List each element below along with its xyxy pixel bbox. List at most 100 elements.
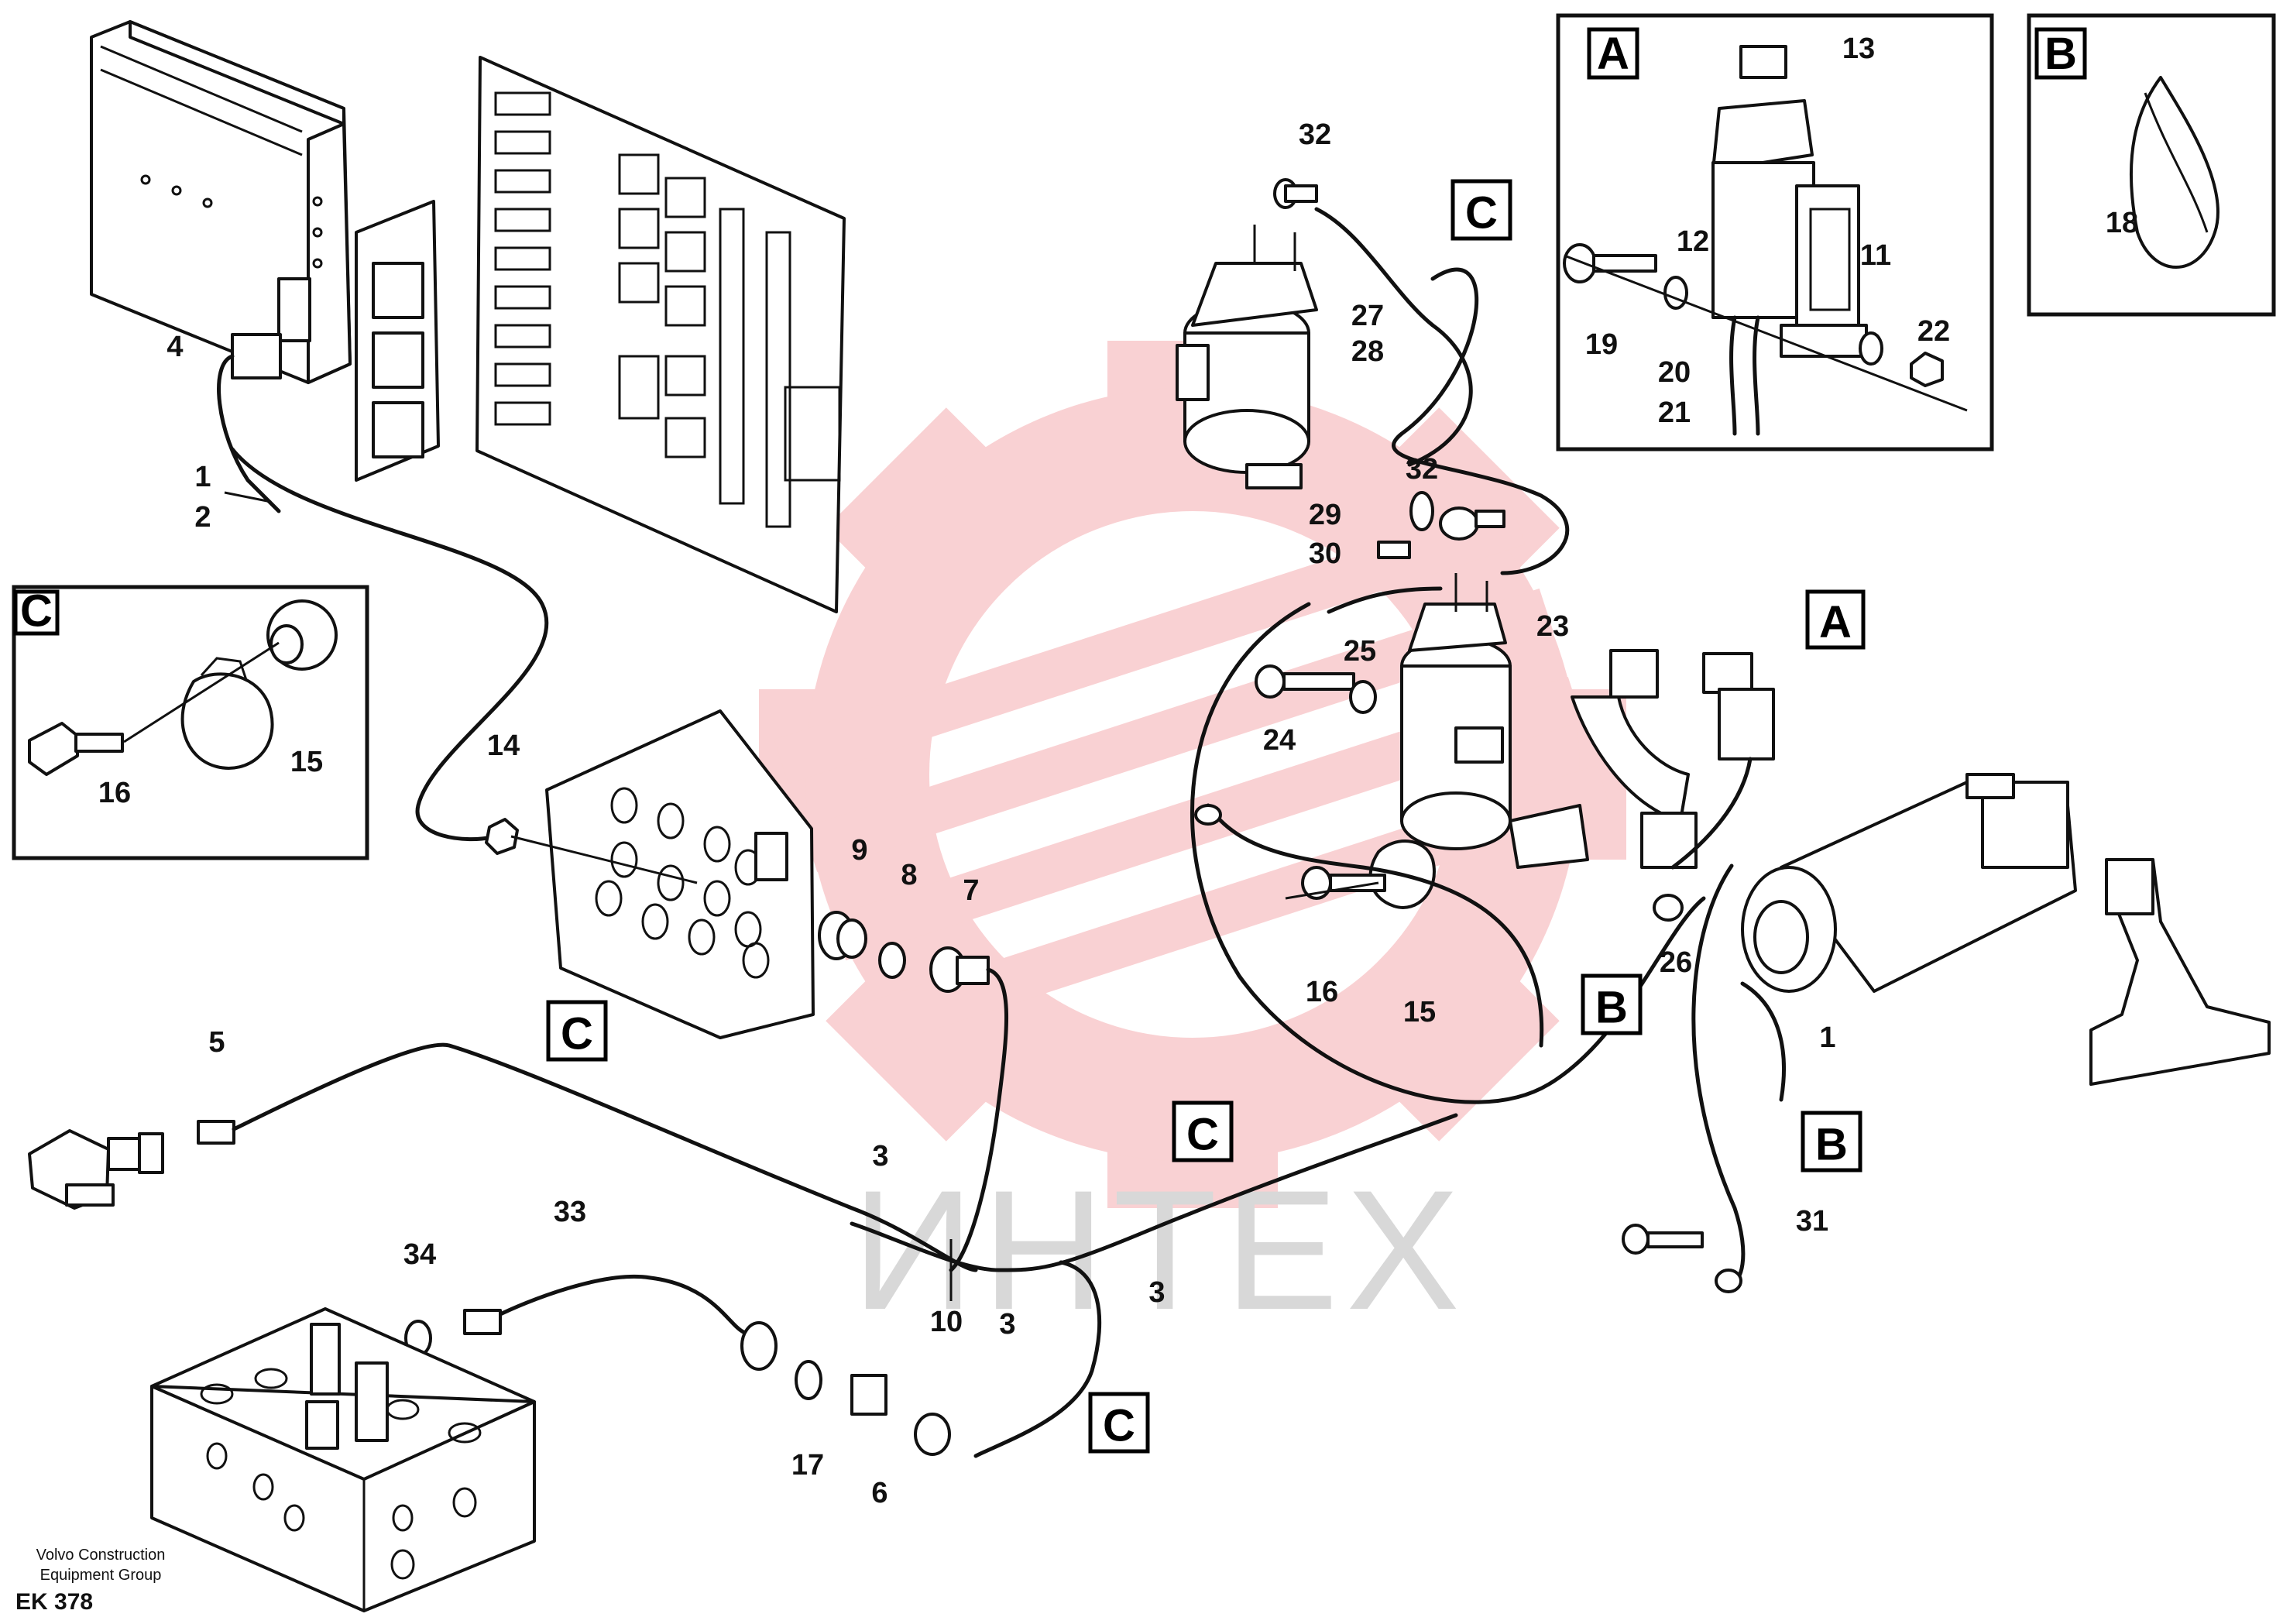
circuit-board (475, 56, 846, 613)
connector-4 (217, 333, 282, 513)
cable-main-left (230, 447, 549, 842)
section-label-box (546, 1000, 608, 1062)
cable-7 (949, 967, 1008, 1272)
section-label-text: C (20, 585, 53, 636)
watermark-text: ИНТЕХ (852, 1155, 1468, 1345)
footer-code: EK 378 (15, 1589, 94, 1615)
part-callout-2: 2 (194, 501, 211, 534)
section-label-a: A (1587, 27, 1639, 80)
part-callout-31: 31 (1796, 1205, 1828, 1238)
footer-company-line1: Volvo Construction (36, 1547, 166, 1564)
part-callout-26: 26 (1660, 946, 1692, 979)
part-callout-9: 9 (851, 834, 867, 867)
section-label-text: B (1595, 983, 1628, 1033)
sensor-5 (28, 1120, 235, 1210)
cable-31 (1691, 864, 1746, 1288)
section-label-box (1172, 1100, 1234, 1162)
part-callout-21: 21 (1658, 397, 1691, 429)
cable-loop (1392, 267, 1570, 575)
bolt-31 (1622, 1224, 1742, 1293)
footer-company-line2: Equipment Group (39, 1567, 162, 1584)
cable-27-28 (1314, 207, 1473, 467)
section-label-b: B (1581, 973, 1643, 1035)
hydraulic-block (150, 1307, 536, 1612)
fittings-9-8-7 (818, 911, 990, 993)
section-label-text: C (1186, 1110, 1219, 1160)
bracket-clamp (1509, 649, 1698, 869)
part-callout-16: 16 (1306, 976, 1338, 1008)
control-unit (90, 20, 352, 384)
part-callout-20: 20 (1658, 356, 1691, 389)
section-label-c: C (546, 1000, 608, 1062)
ring-terminal (1194, 804, 1222, 826)
fuse-holder-a (1670, 652, 1775, 870)
part-callout-30: 30 (1309, 537, 1341, 570)
valve-panel (545, 709, 815, 1039)
part-callout-4: 4 (167, 331, 183, 363)
section-label-box (1450, 179, 1512, 241)
part-callout-15: 15 (1403, 996, 1436, 1028)
section-label-box (1581, 973, 1643, 1035)
cable-3-main (850, 1113, 1458, 1272)
section-label-text: A (1819, 597, 1852, 647)
section-label-text: C (561, 1009, 593, 1059)
solenoid-23 (1400, 573, 1512, 850)
part-callout-11: 11 (1860, 239, 1891, 272)
bolt-24 (1255, 664, 1377, 714)
part-callout-28: 28 (1351, 335, 1384, 368)
part-callout-19: 19 (1585, 328, 1618, 361)
fittings-17-6 (740, 1321, 951, 1456)
part-callout-12: 12 (1677, 225, 1709, 258)
part-callout-1: 1 (194, 461, 211, 493)
clamp-15 (1285, 839, 1436, 909)
part-callout-5: 5 (208, 1026, 225, 1059)
part-callout-6: 6 (871, 1477, 887, 1509)
cable-33 (493, 1275, 746, 1334)
section-label-b: B (1801, 1111, 1862, 1173)
part-callout-33: 33 (554, 1196, 586, 1228)
section-label-c: C (13, 585, 60, 636)
part-callout-29: 29 (1309, 499, 1341, 531)
nut-26 (1653, 894, 1684, 922)
part-callout-24: 24 (1263, 724, 1296, 757)
part-callout-7: 7 (963, 874, 979, 907)
part-callout-18: 18 (2106, 207, 2138, 239)
part-callout-3: 3 (999, 1308, 1015, 1341)
part-callout-14: 14 (487, 730, 520, 762)
inset-a (1556, 13, 1994, 451)
section-label-box (1805, 589, 1866, 650)
section-label-text: C (1103, 1401, 1135, 1451)
inset-c-left (12, 585, 369, 860)
nut-14 (485, 818, 698, 884)
part-callout-15: 15 (290, 746, 323, 778)
connector-32-upper (1273, 178, 1318, 209)
part-callout-32: 32 (1406, 453, 1438, 486)
section-label-text: A (1597, 29, 1629, 79)
section-label-text: C (1465, 188, 1498, 239)
section-label-c: C (1088, 1392, 1150, 1454)
cable-23-ground (1206, 803, 1544, 1048)
section-label-a: A (1805, 589, 1866, 650)
cable-3-branch (973, 1260, 1102, 1458)
section-label-box (1088, 1392, 1150, 1454)
bracket-right (2089, 858, 2271, 1086)
section-label-box (13, 589, 60, 636)
section-label-box (1587, 27, 1639, 80)
mounting-bracket (355, 200, 440, 482)
part-callout-25: 25 (1344, 635, 1376, 668)
part-callout-16: 16 (98, 777, 131, 809)
part-callout-3: 3 (872, 1140, 888, 1173)
section-label-box (1801, 1111, 1862, 1173)
section-label-text: B (1815, 1120, 1848, 1170)
part-callout-23: 23 (1536, 610, 1569, 643)
part-callout-32: 32 (1299, 118, 1331, 151)
connectors-32-lower (1377, 491, 1505, 559)
part-callout-8: 8 (901, 859, 917, 891)
section-label-text: B (2044, 29, 2077, 79)
section-label-box (2034, 27, 2087, 80)
part-callout-3: 3 (1148, 1276, 1165, 1309)
motor-1 (1741, 773, 2077, 993)
cable-29-30 (1327, 586, 1443, 614)
footer-company: Volvo Construction Equipment Group (15, 1545, 186, 1585)
